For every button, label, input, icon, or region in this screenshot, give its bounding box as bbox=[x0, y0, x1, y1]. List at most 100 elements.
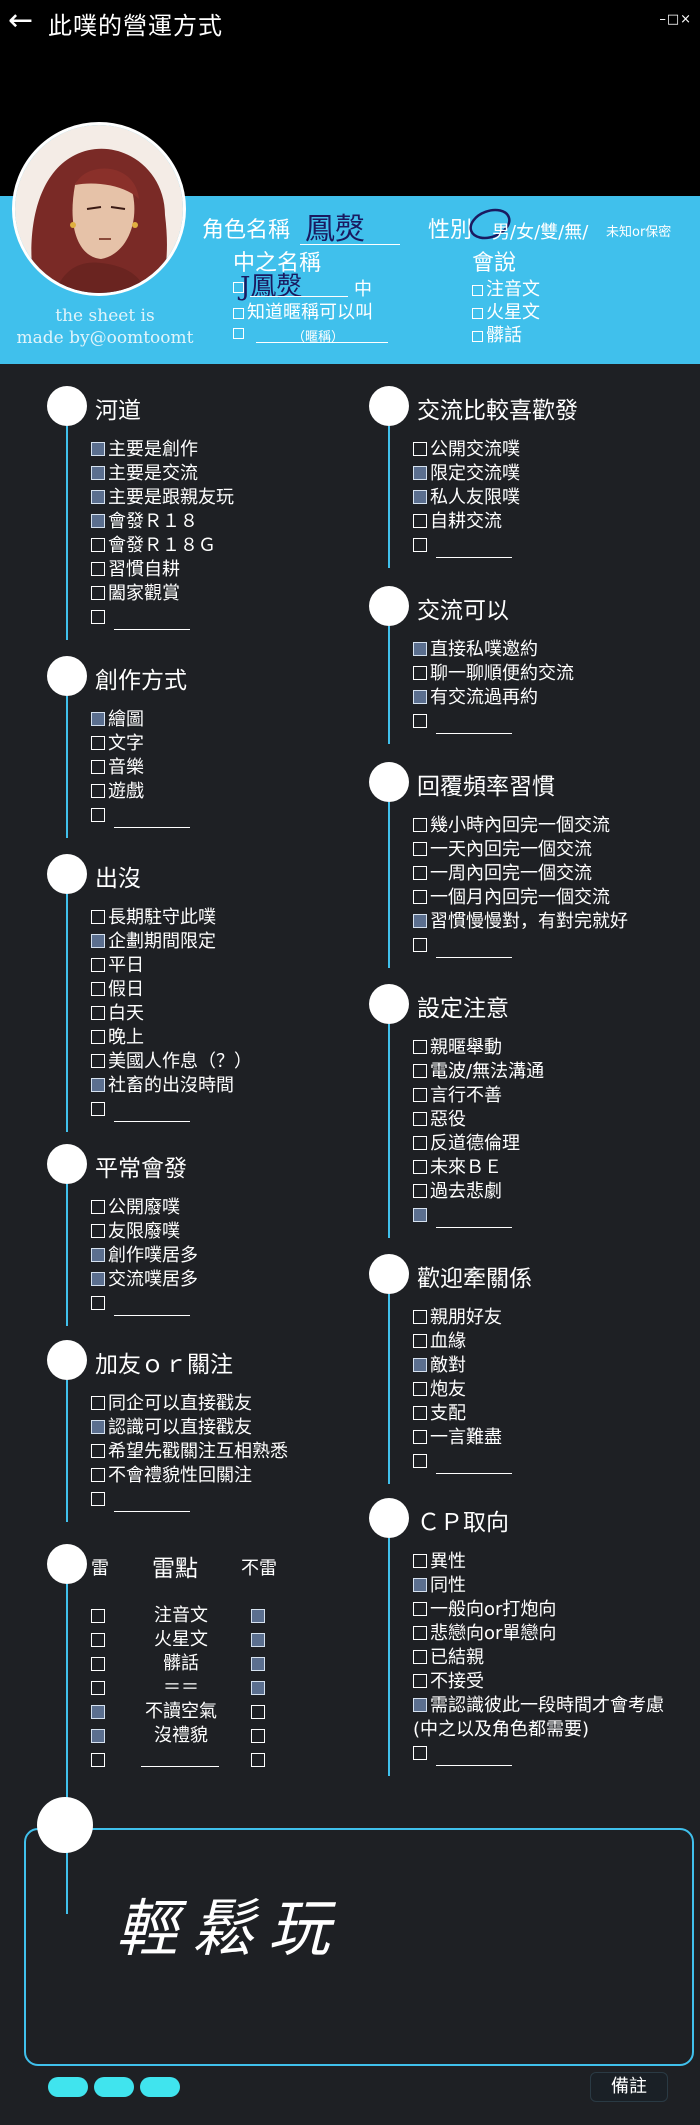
checkbox[interactable] bbox=[413, 1626, 427, 1640]
checkbox[interactable] bbox=[413, 1088, 427, 1102]
checkbox[interactable] bbox=[413, 690, 427, 704]
checkbox[interactable] bbox=[91, 586, 105, 600]
checkbox[interactable] bbox=[413, 642, 427, 656]
checkbox[interactable] bbox=[413, 938, 427, 952]
checkbox[interactable] bbox=[91, 490, 105, 504]
not-thunder-checkbox[interactable] bbox=[251, 1609, 265, 1623]
notes-box[interactable]: 輕鬆玩 bbox=[24, 1828, 694, 2066]
remark-button[interactable]: 備註 bbox=[590, 2072, 668, 2102]
item-label: 公開交流噗 bbox=[430, 439, 520, 460]
checkbox[interactable] bbox=[91, 1272, 105, 1286]
checkbox[interactable] bbox=[413, 1454, 427, 1468]
checkbox[interactable] bbox=[91, 1078, 105, 1092]
checkbox[interactable] bbox=[91, 514, 105, 528]
checkbox[interactable] bbox=[91, 1444, 105, 1458]
nick-checkbox[interactable] bbox=[233, 281, 244, 293]
page-tab-2[interactable] bbox=[94, 2077, 134, 2097]
checkbox[interactable] bbox=[91, 538, 105, 552]
checkbox[interactable] bbox=[91, 1420, 105, 1434]
checkbox[interactable] bbox=[413, 914, 427, 928]
thunder-checkbox[interactable] bbox=[91, 1729, 105, 1743]
item-label: 言行不善 bbox=[430, 1085, 502, 1106]
checkbox[interactable] bbox=[413, 1334, 427, 1348]
checkbox[interactable] bbox=[413, 1184, 427, 1198]
checkbox[interactable] bbox=[91, 982, 105, 996]
checkbox[interactable] bbox=[413, 842, 427, 856]
checkbox[interactable] bbox=[91, 958, 105, 972]
checkbox[interactable] bbox=[413, 1674, 427, 1688]
checkbox[interactable] bbox=[91, 466, 105, 480]
checkbox[interactable] bbox=[91, 1248, 105, 1262]
checkbox[interactable] bbox=[413, 1310, 427, 1324]
checkbox[interactable] bbox=[413, 1746, 427, 1760]
thunder-checkbox[interactable] bbox=[91, 1609, 105, 1623]
checkbox[interactable] bbox=[413, 890, 427, 904]
checkbox[interactable] bbox=[91, 1468, 105, 1482]
checkbox[interactable] bbox=[91, 712, 105, 726]
checkbox[interactable] bbox=[91, 1492, 105, 1506]
checkbox[interactable] bbox=[413, 1208, 427, 1222]
thunder-checkbox[interactable] bbox=[91, 1753, 105, 1767]
not-thunder-checkbox[interactable] bbox=[251, 1753, 265, 1767]
checkbox[interactable] bbox=[413, 538, 427, 552]
checkbox[interactable] bbox=[91, 1054, 105, 1068]
nick-blank-checkbox[interactable] bbox=[233, 327, 244, 339]
checkbox[interactable] bbox=[413, 714, 427, 728]
checkbox[interactable] bbox=[413, 1040, 427, 1054]
checkbox[interactable] bbox=[91, 562, 105, 576]
checkbox[interactable] bbox=[413, 1112, 427, 1126]
checkbox[interactable] bbox=[413, 1160, 427, 1174]
checkbox[interactable] bbox=[413, 866, 427, 880]
talk-checkbox[interactable] bbox=[472, 284, 483, 296]
checkbox[interactable] bbox=[413, 514, 427, 528]
not-thunder-checkbox[interactable] bbox=[251, 1705, 265, 1719]
checkbox[interactable] bbox=[413, 1358, 427, 1372]
checkbox[interactable] bbox=[413, 1382, 427, 1396]
checkbox[interactable] bbox=[91, 1200, 105, 1214]
checkbox[interactable] bbox=[91, 1030, 105, 1044]
item-label: 異性 bbox=[430, 1551, 466, 1572]
not-thunder-checkbox[interactable] bbox=[251, 1729, 265, 1743]
not-thunder-checkbox[interactable] bbox=[251, 1681, 265, 1695]
thunder-checkbox[interactable] bbox=[91, 1657, 105, 1671]
checkbox[interactable] bbox=[91, 1396, 105, 1410]
checkbox[interactable] bbox=[91, 1006, 105, 1020]
not-thunder-checkbox[interactable] bbox=[251, 1633, 265, 1647]
window-controls-icon[interactable]: –□× bbox=[659, 12, 692, 27]
back-arrow-icon[interactable]: ← bbox=[8, 3, 34, 38]
talk-checkbox[interactable] bbox=[472, 307, 483, 319]
checkbox[interactable] bbox=[91, 736, 105, 750]
checkbox[interactable] bbox=[413, 818, 427, 832]
checkbox[interactable] bbox=[413, 1430, 427, 1444]
talk-checkbox[interactable] bbox=[472, 330, 483, 342]
thunder-checkbox[interactable] bbox=[91, 1633, 105, 1647]
checkbox[interactable] bbox=[413, 1064, 427, 1078]
checkbox[interactable] bbox=[413, 1136, 427, 1150]
thunder-checkbox[interactable] bbox=[91, 1705, 105, 1719]
checkbox[interactable] bbox=[91, 760, 105, 774]
checkbox[interactable] bbox=[413, 1602, 427, 1616]
not-thunder-checkbox[interactable] bbox=[251, 1657, 265, 1671]
checkbox[interactable] bbox=[91, 1102, 105, 1116]
checkbox[interactable] bbox=[413, 1578, 427, 1592]
page-tab-3[interactable] bbox=[140, 2077, 180, 2097]
checkbox[interactable] bbox=[413, 1406, 427, 1420]
checkbox[interactable] bbox=[413, 466, 427, 480]
checkbox[interactable] bbox=[91, 442, 105, 456]
checkbox[interactable] bbox=[413, 1698, 427, 1712]
thunder-checkbox[interactable] bbox=[91, 1681, 105, 1695]
checkbox[interactable] bbox=[413, 442, 427, 456]
checkbox[interactable] bbox=[91, 808, 105, 822]
checkbox[interactable] bbox=[413, 490, 427, 504]
page-tab-1[interactable] bbox=[48, 2077, 88, 2097]
checkbox[interactable] bbox=[413, 1554, 427, 1568]
checkbox[interactable] bbox=[91, 610, 105, 624]
checkbox[interactable] bbox=[91, 910, 105, 924]
checkbox[interactable] bbox=[91, 1224, 105, 1238]
checkbox[interactable] bbox=[413, 1650, 427, 1664]
checkbox[interactable] bbox=[91, 784, 105, 798]
checkbox[interactable] bbox=[91, 1296, 105, 1310]
checkbox[interactable] bbox=[91, 934, 105, 948]
checkbox[interactable] bbox=[413, 666, 427, 680]
nick-know-checkbox[interactable] bbox=[233, 307, 244, 319]
